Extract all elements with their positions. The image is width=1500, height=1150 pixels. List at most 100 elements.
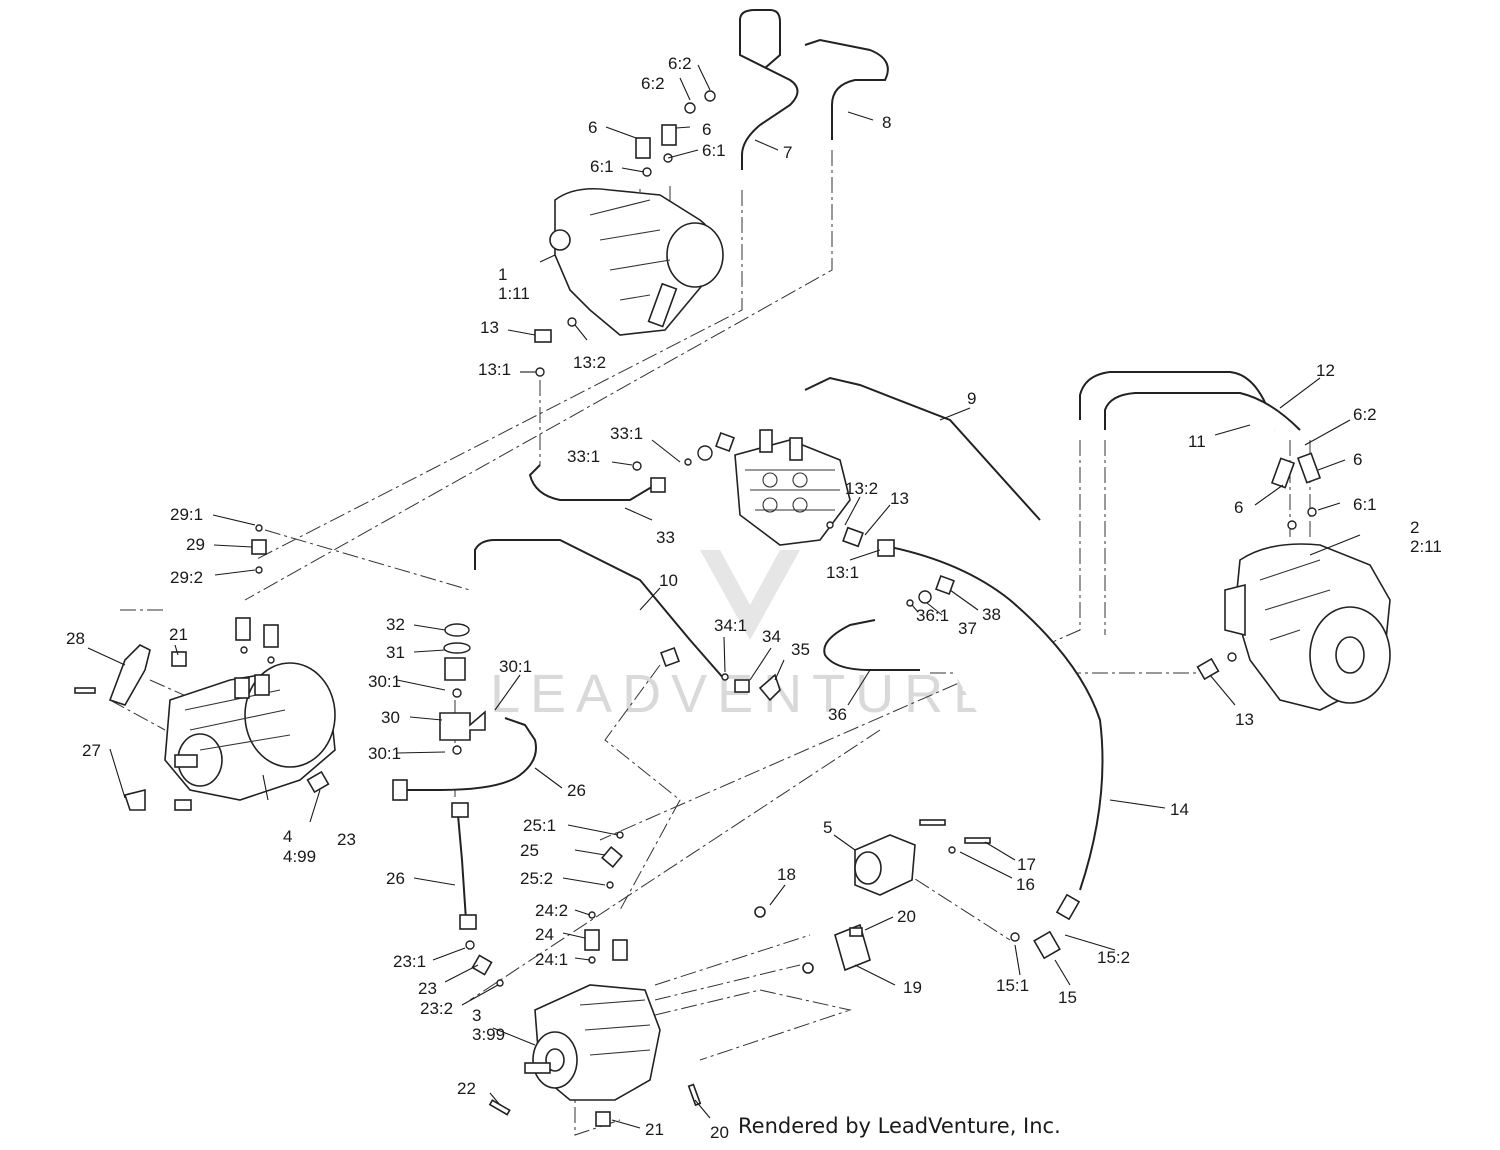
callout-1-11: 1:11 bbox=[498, 284, 530, 303]
callout-24-2: 24:2 bbox=[535, 901, 568, 920]
callout-23a: 23 bbox=[337, 830, 356, 849]
callout-3: 3 bbox=[472, 1006, 481, 1025]
hose-26b bbox=[457, 814, 467, 921]
callout-13-1a: 13:1 bbox=[478, 360, 511, 379]
pump-4 bbox=[164, 662, 336, 801]
pump-2 bbox=[1224, 543, 1391, 711]
callout-10: 10 bbox=[659, 571, 678, 590]
callout-38: 38 bbox=[982, 605, 1001, 624]
callout-6-2a: 6:2 bbox=[668, 54, 692, 73]
callout-6-1b: 6:1 bbox=[590, 157, 614, 176]
gear-pump-5 bbox=[854, 834, 916, 896]
callout-12: 12 bbox=[1316, 361, 1335, 380]
tube-7 bbox=[739, 9, 799, 170]
pump-1 bbox=[549, 187, 724, 336]
callout-5: 5 bbox=[823, 818, 832, 837]
tube-33 bbox=[528, 464, 656, 501]
callout-11: 11 bbox=[1188, 432, 1206, 451]
callout-33-1a: 33:1 bbox=[610, 424, 643, 443]
callout-6b: 6 bbox=[702, 120, 711, 139]
callout-7: 7 bbox=[783, 143, 792, 162]
callout-6c: 6 bbox=[1234, 498, 1243, 517]
hose-14 bbox=[879, 544, 1104, 891]
callout-15-1: 15:1 bbox=[996, 976, 1029, 995]
rendered-by-credit: Rendered by LeadVenture, Inc. bbox=[738, 1114, 1061, 1138]
callout-25-2: 25:2 bbox=[520, 869, 553, 888]
callout-23-2: 23:2 bbox=[420, 999, 453, 1018]
callout-2-11: 2:11 bbox=[1410, 537, 1442, 556]
callout-19: 19 bbox=[903, 978, 922, 997]
callout-25: 25 bbox=[520, 841, 539, 860]
callout-31: 31 bbox=[386, 643, 405, 662]
callout-27: 27 bbox=[82, 741, 101, 760]
callout-23b: 23 bbox=[418, 979, 437, 998]
callout-6-1a: 6:1 bbox=[702, 141, 726, 160]
callout-36: 36 bbox=[828, 705, 847, 724]
callout-34-1: 34:1 bbox=[714, 616, 747, 635]
callout-22: 22 bbox=[457, 1079, 476, 1098]
callout-13a: 13 bbox=[480, 318, 499, 337]
callout-15-2: 15:2 bbox=[1097, 948, 1130, 967]
callout-34: 34 bbox=[762, 627, 781, 646]
callout-32: 32 bbox=[386, 615, 405, 634]
callout-21b: 21 bbox=[645, 1120, 664, 1139]
callout-21a: 21 bbox=[169, 625, 188, 644]
callout-24-1: 24:1 bbox=[535, 950, 568, 969]
callout-37: 37 bbox=[958, 619, 977, 638]
callout-3-99: 3:99 bbox=[472, 1025, 505, 1044]
callout-8: 8 bbox=[882, 113, 891, 132]
control-valve bbox=[734, 429, 851, 546]
tubes-and-hoses bbox=[400, 9, 1301, 921]
watermark-text: LEADVENTURE bbox=[490, 664, 999, 724]
callout-4-99: 4:99 bbox=[283, 847, 316, 866]
callout-6-2b: 6:2 bbox=[641, 74, 665, 93]
tube-8 bbox=[804, 38, 889, 140]
pump-3 bbox=[524, 984, 661, 1101]
callout-13-2b: 13:2 bbox=[845, 479, 878, 498]
callout-29-2: 29:2 bbox=[170, 568, 203, 587]
tube-36 bbox=[823, 619, 920, 671]
fittings bbox=[74, 90, 1322, 1127]
callout-13-2a: 13:2 bbox=[573, 353, 606, 372]
hose-26a bbox=[400, 717, 537, 791]
watermark: LEADVENTURE bbox=[490, 550, 999, 724]
callout-15: 15 bbox=[1058, 988, 1077, 1007]
tube-10 bbox=[474, 539, 726, 681]
callout-16: 16 bbox=[1016, 875, 1035, 894]
connection-lines bbox=[109, 150, 1311, 1136]
callout-17: 17 bbox=[1017, 855, 1036, 874]
callout-4: 4 bbox=[283, 827, 292, 846]
callout-30-1a: 30:1 bbox=[368, 672, 401, 691]
callout-6a: 6 bbox=[588, 118, 597, 137]
callout-36-1: 36:1 bbox=[916, 606, 949, 625]
tube-9 bbox=[804, 376, 1041, 521]
callout-26b: 26 bbox=[386, 869, 405, 888]
callout-14: 14 bbox=[1170, 800, 1189, 819]
callout-24: 24 bbox=[535, 925, 554, 944]
callout-9: 9 bbox=[967, 389, 976, 408]
callout-30-1b: 30:1 bbox=[368, 744, 401, 763]
callout-1: 1 bbox=[498, 265, 507, 284]
callout-6-2c: 6:2 bbox=[1353, 405, 1377, 424]
callout-6-1c: 6:1 bbox=[1353, 495, 1377, 514]
leader-lines bbox=[87, 64, 1361, 1129]
callout-35: 35 bbox=[791, 640, 810, 659]
callout-13c: 13 bbox=[1235, 710, 1254, 729]
callout-29: 29 bbox=[186, 535, 205, 554]
callout-26a: 26 bbox=[567, 781, 586, 800]
callout-33: 33 bbox=[656, 528, 675, 547]
callout-labels: 1 1:11 2 2:11 3 3:99 4 4:99 5 6 6 6 6 6:… bbox=[66, 54, 1442, 1142]
callout-13-1b: 13:1 bbox=[826, 563, 859, 582]
callout-2: 2 bbox=[1410, 518, 1419, 537]
callout-20a: 20 bbox=[897, 907, 916, 926]
callout-13b: 13 bbox=[890, 489, 909, 508]
callout-28: 28 bbox=[66, 629, 85, 648]
callout-6d: 6 bbox=[1353, 450, 1362, 469]
callout-20b: 20 bbox=[710, 1123, 729, 1142]
callout-30-1c: 30:1 bbox=[499, 657, 532, 676]
callout-25-1: 25:1 bbox=[523, 816, 556, 835]
callout-18: 18 bbox=[777, 865, 796, 884]
callout-23-1: 23:1 bbox=[393, 952, 426, 971]
